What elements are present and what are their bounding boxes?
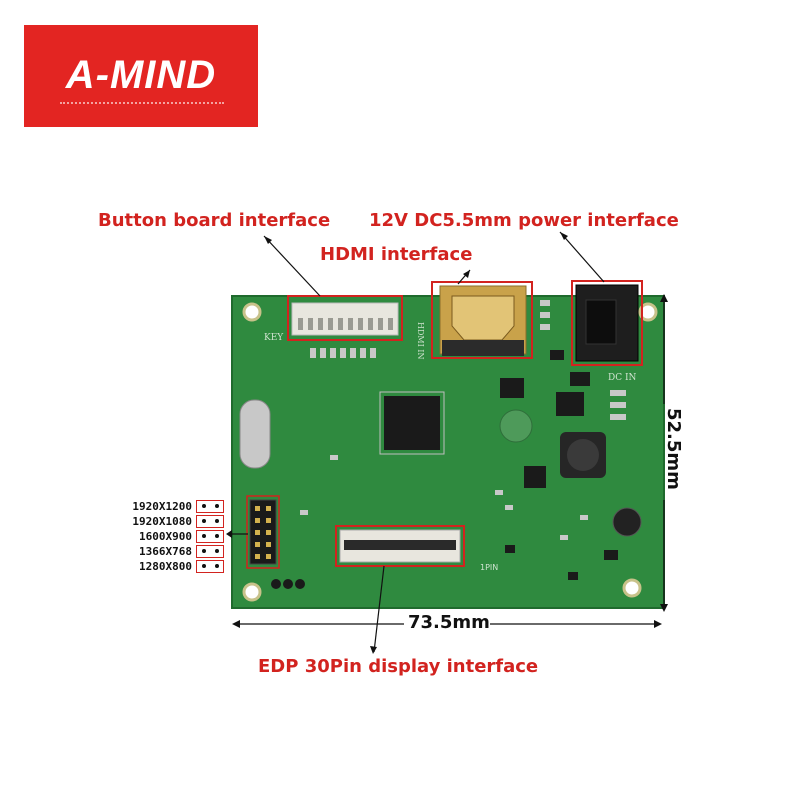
small-ic-2 <box>556 392 584 416</box>
resolution-label: 1600X900 <box>139 530 192 543</box>
leader-power <box>559 231 605 283</box>
small-ic-3 <box>524 466 546 488</box>
resolution-pins <box>196 514 224 528</box>
bottom-jumper <box>271 579 305 589</box>
leader-edp <box>373 565 385 653</box>
hdmi-highlight <box>431 281 533 359</box>
hdmi-port <box>451 295 515 341</box>
main-chip-outline <box>379 391 445 455</box>
mount-hole-tr <box>638 302 658 322</box>
brand-logo: A-MIND <box>24 25 258 127</box>
resolution-row: 1280X800 <box>110 559 224 574</box>
label-hdmi: HDMI interface <box>320 244 473 265</box>
transistors <box>505 350 618 580</box>
leader-button <box>263 235 321 297</box>
button-connector-pins <box>298 318 393 330</box>
resolution-row: 1920X1080 <box>110 514 224 529</box>
resolution-row: 1920X1200 <box>110 499 224 514</box>
brand-logo-text: A-MIND <box>65 53 217 97</box>
silk-pin1: 1PIN <box>480 563 498 572</box>
mount-hole-bl <box>242 582 262 602</box>
mount-hole-br <box>622 578 642 598</box>
silk-key: KEY <box>264 333 284 343</box>
resolution-row: 1600X900 <box>110 529 224 544</box>
green-cap <box>499 409 533 443</box>
crystal-oscillator <box>239 399 271 469</box>
header-pins <box>255 506 271 559</box>
resolution-pins <box>196 529 224 543</box>
edp-highlight <box>335 525 465 567</box>
resolution-row: 1366X768 <box>110 544 224 559</box>
resolution-pins <box>196 559 224 573</box>
mount-hole-tl <box>242 302 262 322</box>
label-button-board: Button board interface <box>98 210 331 231</box>
height-dimension: 52.5mm <box>663 408 684 490</box>
logo-dotted-line <box>60 102 224 104</box>
resolution-table: 1920X1200 1920X1080 1600X900 1366X768 12… <box>110 499 224 574</box>
label-edp: EDP 30Pin display interface <box>258 656 539 677</box>
silk-dc-in: DC IN <box>608 373 637 383</box>
resolution-label: 1280X800 <box>139 560 192 573</box>
small-ic-4 <box>570 372 590 386</box>
resolution-pins <box>196 544 224 558</box>
resolution-label: 1366X768 <box>139 545 192 558</box>
resolution-header <box>249 499 277 565</box>
label-power: 12V DC5.5mm power interface <box>369 210 679 231</box>
resolution-pins <box>196 499 224 513</box>
small-ic-1 <box>500 378 524 398</box>
power-jack-opening <box>585 299 617 345</box>
width-dimension: 73.5mm <box>408 612 490 633</box>
resolution-label: 1920X1080 <box>132 515 192 528</box>
power-highlight <box>571 280 643 366</box>
smd-components <box>300 300 626 540</box>
resolution-header-highlight <box>246 495 280 569</box>
silk-hdmi-in: HDMI IN <box>416 322 425 359</box>
electrolytic-cap <box>612 507 642 537</box>
hdmi-base <box>442 340 524 356</box>
main-chip <box>384 396 440 450</box>
button-board-highlight <box>287 295 403 341</box>
resolution-label: 1920X1200 <box>132 500 192 513</box>
